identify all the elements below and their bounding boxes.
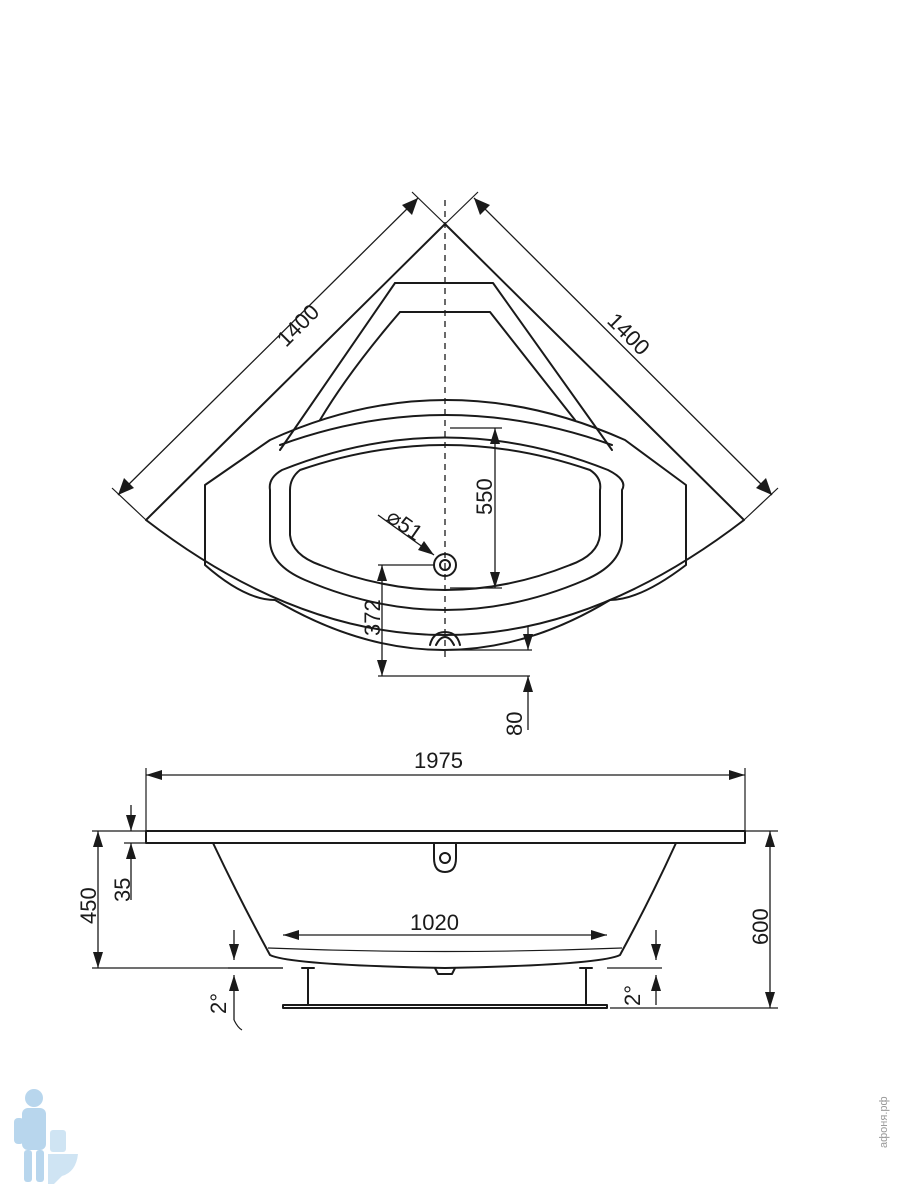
rim-slab [145, 830, 746, 844]
dim-height-left: 450 [76, 887, 101, 924]
dim-drain-diameter: ⌀51 [382, 504, 427, 546]
overflow-side-hole [439, 852, 451, 864]
side-view: 1975 1020 450 35 600 2° [76, 748, 778, 1031]
backrest-outline [394, 282, 613, 451]
plumber-mascot-icon [14, 1089, 78, 1184]
overflow-side-icon [433, 842, 457, 873]
dim-overflow-offset: 80 [502, 712, 527, 736]
tub-outer-rim [145, 223, 745, 636]
dim-height-right: 600 [748, 908, 773, 945]
legs [282, 967, 608, 1009]
backrest-inner [399, 311, 576, 421]
drain-inner [439, 559, 451, 571]
watermark-site: афоня.рф [878, 1096, 890, 1148]
tub-floor-line [267, 947, 623, 953]
dim-side-left: 1400 [272, 299, 324, 351]
overflow-icon [429, 631, 461, 646]
drain-side [434, 967, 456, 975]
dim-inner-length: 550 [472, 478, 497, 515]
basin-floor-outline [289, 444, 602, 591]
basin-rim-line [279, 414, 613, 446]
dim-rim-thickness: 35 [110, 878, 135, 902]
dim-inner-width: 1020 [410, 910, 459, 935]
basin-outer-contour [204, 399, 687, 651]
backrest-inner-left [319, 311, 401, 421]
dim-slope-right: 2° [620, 985, 645, 1006]
tub-body-profile [212, 842, 677, 969]
basin-inner-outline [268, 436, 625, 611]
top-view: 1400 1400 550 ⌀51 372 80 [111, 191, 779, 736]
dim-slope-left: 2° [206, 993, 231, 1014]
backrest-outline-left [279, 282, 396, 451]
dim-drain-offset: 372 [360, 599, 385, 636]
dim-overall-width: 1975 [414, 748, 463, 773]
